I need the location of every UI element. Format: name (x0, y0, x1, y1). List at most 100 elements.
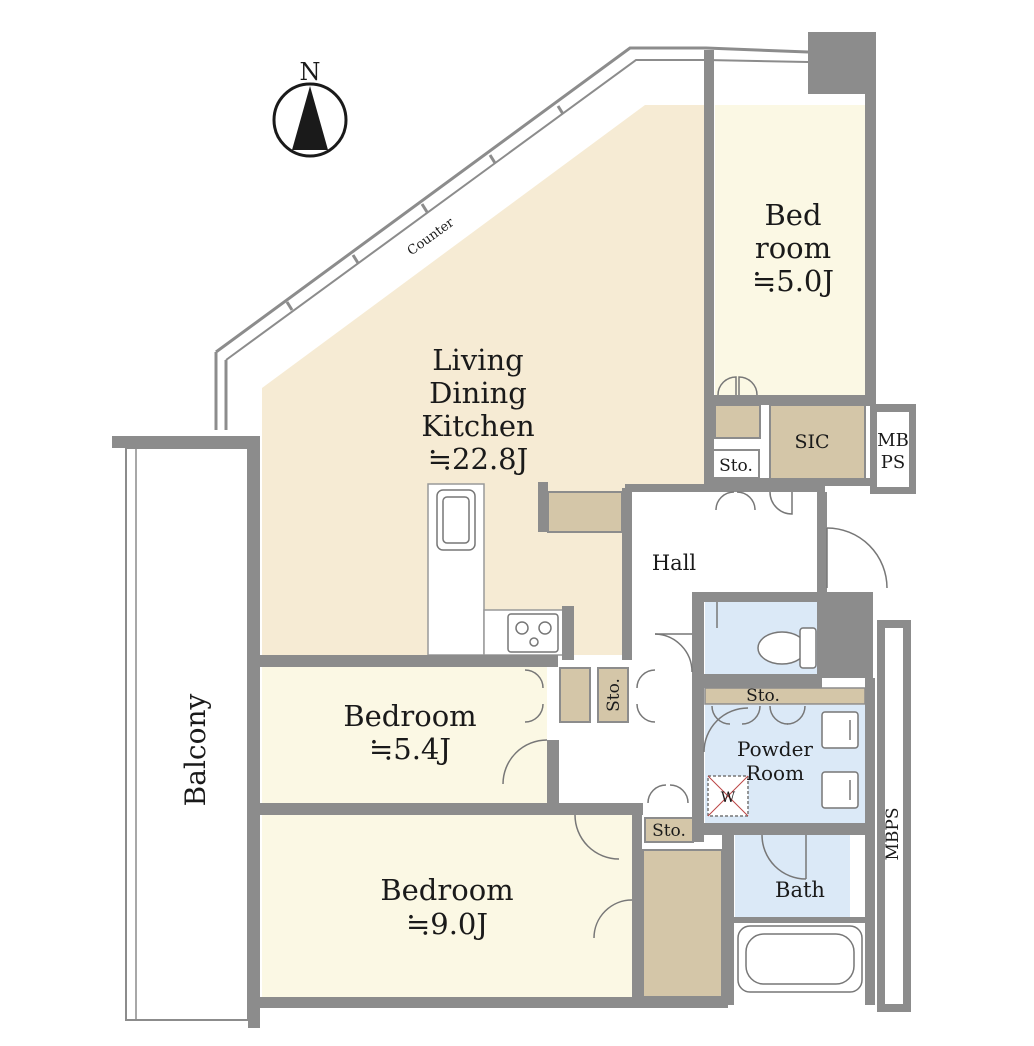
washer-label: W (721, 790, 736, 806)
bed-mid-label: Bedroom (343, 699, 476, 733)
wall-east-core (817, 592, 873, 678)
wall-east-upper (865, 94, 876, 406)
hall-storage-door[interactable] (636, 669, 656, 689)
bedroom-mid-floor[interactable] (262, 665, 547, 803)
mbps-top-box[interactable] (877, 412, 909, 487)
sic-door[interactable] (715, 491, 735, 511)
storage-s-door[interactable] (669, 784, 689, 804)
kitchen-sink-basin (442, 496, 470, 544)
bed-ne-door[interactable] (769, 491, 793, 515)
powder-storage-door[interactable] (741, 705, 761, 725)
storage-s-closet (642, 849, 723, 998)
wall-toilet-left (692, 592, 704, 842)
wall-ldk-storage-left (538, 482, 548, 532)
bed-ne-storage-door[interactable] (738, 376, 758, 396)
storage-ne-upper (714, 404, 761, 439)
mbps-top-line2: PS (881, 452, 905, 473)
wall-bath-left (722, 823, 734, 1005)
sic-door[interactable] (736, 491, 756, 511)
powder-storage-door[interactable] (711, 705, 731, 725)
toilet-bowl[interactable] (757, 631, 807, 665)
wall-balcony-top (112, 436, 202, 448)
storage-mid-left (559, 667, 591, 723)
wall-bed-sic-bottom (713, 478, 873, 486)
bed-s-label: Bedroom (380, 873, 513, 907)
wall-east-lower (865, 678, 875, 1005)
wall-bottom (248, 997, 728, 1008)
powder-storage-door[interactable] (769, 705, 789, 725)
bed-s-area: ≒9.0J (406, 907, 488, 941)
bath-door-swing[interactable] (761, 834, 807, 880)
hall-storage-door[interactable] (636, 703, 656, 723)
doors (502, 376, 888, 939)
wall-kitchen-stove (562, 606, 574, 660)
bedroom-ne-floor[interactable] (715, 105, 865, 395)
mbps-side-label: MBPS (883, 808, 903, 861)
bed5-closet-door[interactable] (524, 703, 544, 723)
wall-hall-top (625, 484, 825, 492)
toilet-tank (799, 627, 817, 669)
hall-door-swing[interactable] (654, 633, 693, 673)
labels: Living Dining Kitchen ≒22.8J Bed room ≒5… (179, 198, 909, 941)
stove-burner-icon (529, 637, 539, 647)
wall-toilet-bottom (692, 674, 822, 688)
compass-north-label: N (300, 58, 321, 86)
wall-bed5-bed9-divider (248, 803, 643, 815)
balcony-label: Balcony (179, 694, 212, 807)
storage-powder-bar[interactable] (704, 687, 866, 705)
bath-label: Bath (775, 878, 825, 902)
ldk-area: ≒22.8J (428, 442, 529, 476)
bed-ne-label-line1: Bed (764, 198, 821, 232)
walls (112, 32, 916, 1028)
bed-ne-storage-door[interactable] (717, 376, 737, 396)
bed-mid-area: ≒5.4J (369, 732, 451, 766)
bedroom-s-floor[interactable] (262, 815, 632, 997)
powder-basin-upper[interactable] (821, 711, 859, 749)
powder-storage-door[interactable] (786, 705, 806, 725)
bed5-closet-door[interactable] (524, 669, 544, 689)
sic-label: SIC (794, 431, 829, 453)
storage-fills (547, 404, 866, 998)
sto-mid-label: Sto. (604, 678, 624, 712)
bed-ne-label-line2: room (755, 231, 831, 265)
powder-label-line2: Room (746, 761, 804, 785)
wall-ne-column (808, 32, 876, 94)
mbps-top-line1: MB (877, 430, 909, 451)
compass: N (272, 58, 348, 158)
stove-burner-icon (515, 621, 529, 635)
wall-entrance-right (817, 492, 827, 592)
hall-label: Hall (652, 551, 697, 575)
bed-ne-area: ≒5.0J (752, 264, 834, 298)
wall-powder-bath (704, 823, 874, 835)
wall-ldk-bed-divider (704, 50, 714, 488)
wall-toilet-top (692, 592, 822, 602)
wall-closet-right (632, 815, 642, 1005)
bath-floor (735, 835, 850, 917)
bed9-closet-door[interactable] (593, 899, 633, 939)
storage-s-door[interactable] (647, 784, 667, 804)
diagonal-facade-inner (225, 59, 809, 361)
bathtub-inner (745, 933, 855, 985)
powder-basin-lower[interactable] (821, 771, 859, 809)
storage-ldk (547, 491, 623, 533)
balcony-area[interactable] (125, 447, 249, 1021)
stove-burner-icon (538, 621, 552, 635)
storage-mid-box[interactable] (597, 667, 629, 723)
wall-bed5-right (547, 740, 559, 810)
sto-powder-label: Sto. (746, 686, 780, 706)
sic-room[interactable] (769, 404, 866, 481)
powder-label-line1: Powder (737, 737, 813, 761)
wall-ldk-bed5-divider (248, 655, 558, 667)
ldk-label-line3: Kitchen (421, 409, 534, 443)
counter-ticks (285, 105, 565, 311)
wall-bath-tub-top (734, 917, 874, 923)
bed5-door-swing[interactable] (502, 739, 548, 785)
wall-ldk-storage-right (622, 488, 632, 660)
entrance-door-swing[interactable] (826, 527, 888, 589)
powder-door-swing[interactable] (703, 707, 749, 753)
compass-arrow-icon (292, 86, 328, 150)
mbps-side-box[interactable] (885, 628, 903, 1004)
bed9-door-swing[interactable] (574, 814, 620, 860)
fixtures (436, 489, 863, 993)
